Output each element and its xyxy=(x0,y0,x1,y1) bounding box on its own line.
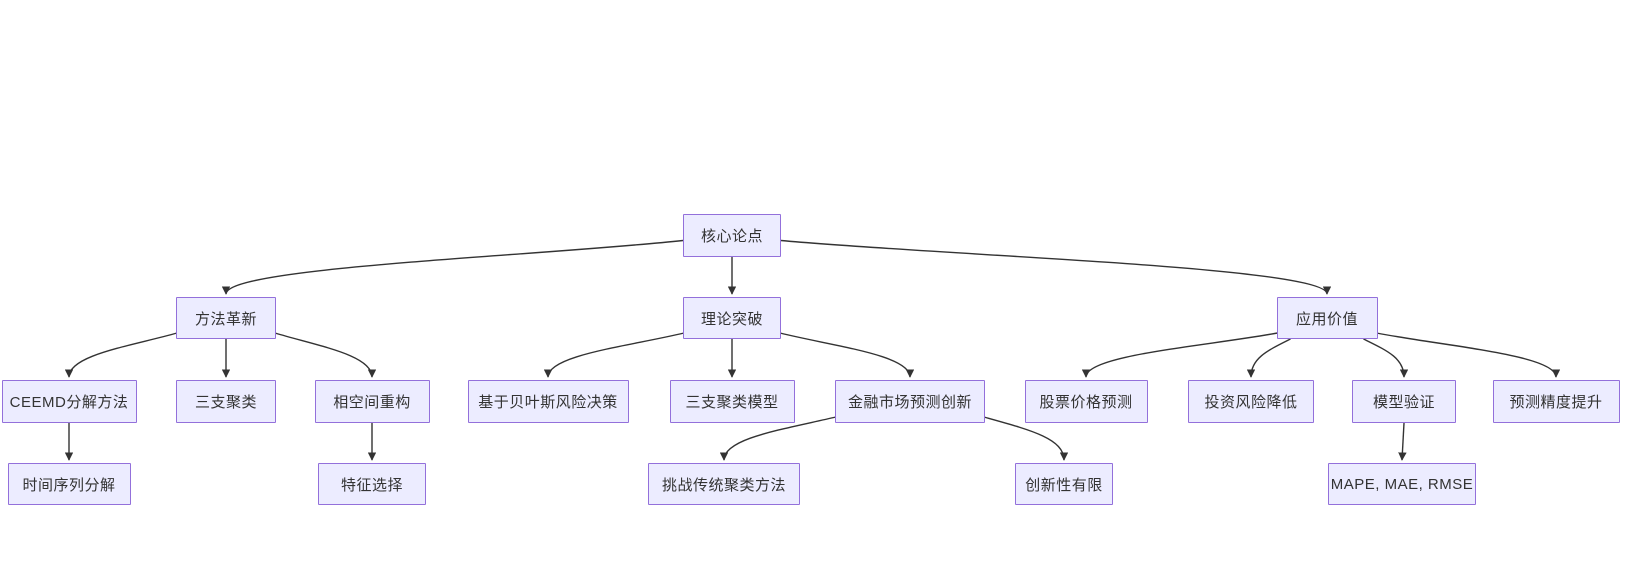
edge-method-ceemd xyxy=(64,332,178,378)
edge-validation-metrics xyxy=(1398,422,1407,461)
node-method: 方法革新 xyxy=(176,297,276,339)
edge-application-risk xyxy=(1246,338,1291,378)
node-ceemd: CEEMD分解方法 xyxy=(1,380,137,423)
edge-core-method xyxy=(221,239,684,295)
node-limited: 创新性有限 xyxy=(1015,463,1113,505)
node-stock: 股票价格预测 xyxy=(1024,380,1148,423)
node-application: 应用价值 xyxy=(1276,297,1378,339)
node-twc-model: 三支聚类模型 xyxy=(669,380,795,423)
edge-core-application xyxy=(780,239,1332,295)
node-risk: 投资风险降低 xyxy=(1188,380,1314,423)
node-theory: 理论突破 xyxy=(683,297,781,339)
edge-application-accuracy xyxy=(1376,332,1561,378)
node-phase-space: 相空间重构 xyxy=(314,380,430,423)
node-challenge: 挑战传统聚类方法 xyxy=(648,463,800,505)
node-metrics: MAPE, MAE, RMSE xyxy=(1328,463,1476,505)
node-core: 核心论点 xyxy=(683,214,781,257)
node-fin-innov: 金融市场预测创新 xyxy=(835,380,985,423)
node-accuracy: 预测精度提升 xyxy=(1492,380,1620,423)
edge-theory-bayes xyxy=(543,332,685,378)
edge-fin-innov-challenge xyxy=(719,416,837,461)
node-validation: 模型验证 xyxy=(1352,380,1456,423)
node-bayes: 基于贝叶斯风险决策 xyxy=(467,380,629,423)
edge-application-validation xyxy=(1363,338,1409,378)
node-ts-decomp: 时间序列分解 xyxy=(7,463,131,505)
node-feature: 特征选择 xyxy=(318,463,426,505)
edge-theory-fin-innov xyxy=(779,332,915,378)
edge-application-stock xyxy=(1081,332,1278,378)
edge-method-phase-space xyxy=(274,332,377,378)
edge-fin-innov-limited xyxy=(983,416,1069,461)
node-three-way: 三支聚类 xyxy=(176,380,276,423)
